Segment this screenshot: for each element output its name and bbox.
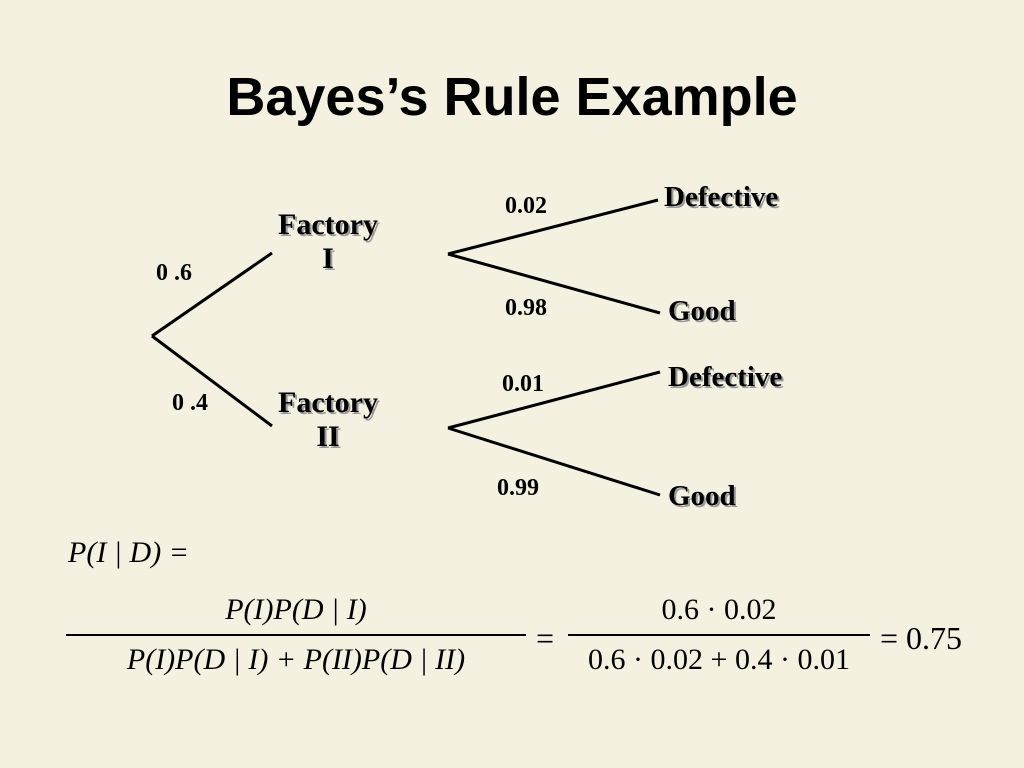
f1-defective-leaf: Defective [664,181,779,213]
symbolic-fraction-bar [66,634,526,636]
numeric-denominator: 0.6 · 0.02 + 0.4 · 0.01 [588,643,850,676]
branch-root-factory1 [151,251,273,338]
factory1-name: Factory [278,208,378,241]
equals-sign: = [536,620,555,656]
prob-factory1-label: 0 .6 [156,260,192,286]
symbolic-denominator: P(I)P(D | I) + P(II)P(D | II) [126,643,466,676]
prob-f2-good-label: 0.99 [497,475,539,501]
numeric-numerator: 0.6 · 0.02 [661,593,777,626]
result-value: = 0.75 [880,620,963,656]
slide-title: Bayes’s Rule Example [226,67,798,127]
factory2-id: II [316,420,340,453]
f2-defective-leaf: Defective [668,361,783,393]
prob-f1-good-label: 0.98 [505,295,547,321]
formula-lhs: P(I | D) = [68,536,189,569]
symbolic-numerator: P(I)P(D | I) [225,593,367,626]
branch-root-factory2 [151,334,273,428]
branch-f1-good [447,252,661,315]
prob-factory2-label: 0 .4 [172,390,208,416]
branch-f1-defective [447,198,659,256]
factory1-node: Factory I [258,208,398,276]
prob-f2-defective-label: 0.01 [502,371,544,397]
numeric-fraction: 0.6 · 0.02 0.6 · 0.02 + 0.4 · 0.01 [568,592,870,678]
f1-good-leaf: Good [668,295,736,327]
prob-f1-defective-label: 0.02 [505,193,547,219]
branch-f2-defective [447,370,661,430]
f2-good-leaf: Good [668,480,736,512]
branch-f2-good [447,426,661,497]
factory1-id: I [322,242,334,275]
symbolic-fraction: P(I)P(D | I) P(I)P(D | I) + P(II)P(D | I… [66,592,526,678]
numeric-fraction-bar [568,634,870,636]
factory2-name: Factory [278,386,378,419]
factory2-node: Factory II [258,386,398,454]
